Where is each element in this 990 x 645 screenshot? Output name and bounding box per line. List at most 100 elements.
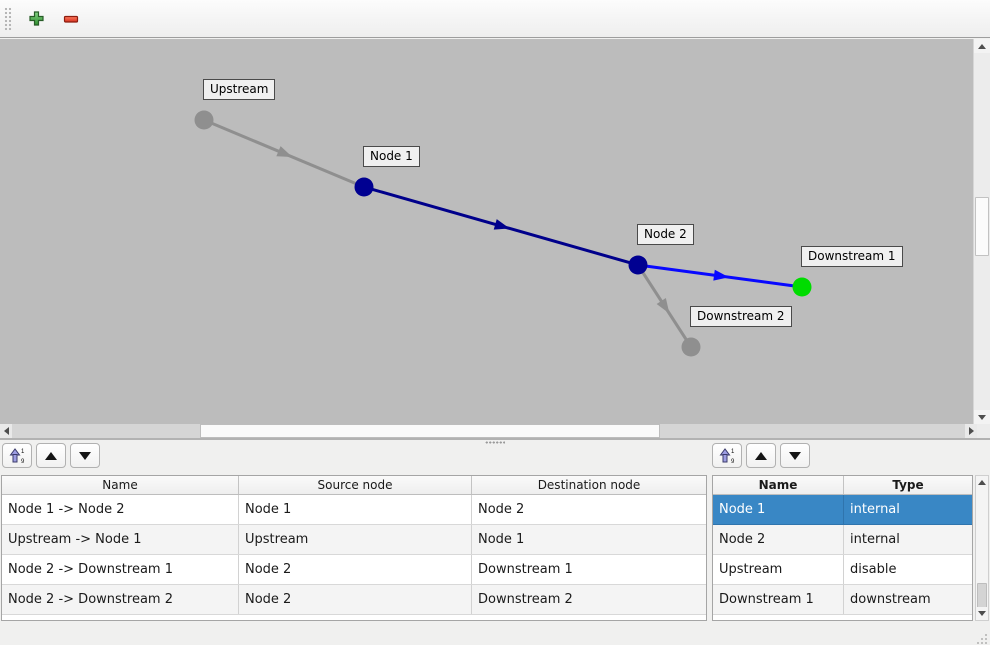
table-cell[interactable]: Upstream	[239, 525, 472, 554]
table-cell[interactable]: Node 1	[713, 495, 844, 524]
table-row[interactable]: Upstream disable	[713, 555, 972, 585]
node-label[interactable]: Node 2	[637, 224, 694, 245]
table-cell[interactable]: Upstream	[713, 555, 844, 584]
move-edge-up-button[interactable]	[36, 443, 66, 468]
table-cell[interactable]: Node 2	[478, 502, 525, 517]
table-row[interactable]: Node 1 internal	[713, 495, 972, 525]
svg-text:9: 9	[21, 459, 25, 464]
node-label[interactable]: Downstream 2	[690, 306, 792, 327]
up-triangle-icon	[45, 451, 57, 460]
table-cell[interactable]: Node 2	[239, 585, 472, 614]
edge-arrow-icon	[493, 219, 510, 230]
table-cell[interactable]: Node 1 -> Node 2	[2, 495, 239, 524]
move-node-up-button[interactable]	[746, 443, 776, 468]
edges-table-toolbar: 1 9	[2, 443, 100, 468]
table-header: Name Type	[713, 476, 972, 495]
table-cell[interactable]: Node 2 -> Downstream 1	[2, 555, 239, 584]
edge-arrow-icon	[656, 297, 670, 314]
canvas-horizontal-scrollbar[interactable]	[0, 424, 977, 438]
graph-node[interactable]	[792, 277, 812, 297]
column-header[interactable]: Source node	[239, 476, 472, 494]
table-row[interactable]: Node 2 internal	[713, 525, 972, 555]
node-label[interactable]: Upstream	[203, 79, 276, 100]
graph-node[interactable]	[194, 110, 214, 130]
table-cell[interactable]: Node 2	[713, 525, 844, 554]
scrollbar-corner	[977, 424, 990, 438]
edge-arrow-icon	[276, 146, 293, 157]
table-cell[interactable]: downstream	[850, 592, 931, 607]
table-cell[interactable]: Downstream 1	[713, 585, 844, 614]
table-cell[interactable]: Node 1	[239, 495, 472, 524]
nodes-scrollbar-thumb[interactable]	[977, 583, 987, 608]
table-cell[interactable]: Node 1	[478, 532, 525, 547]
scroll-down-button[interactable]	[974, 410, 990, 424]
toolbar-drag-handle[interactable]	[4, 6, 12, 31]
svg-text:1: 1	[731, 449, 735, 455]
canvas-vertical-scrollbar[interactable]	[973, 39, 990, 424]
column-header[interactable]: Destination node	[537, 478, 641, 492]
scroll-left-button[interactable]	[0, 424, 12, 438]
main-toolbar	[0, 0, 990, 38]
nodes-table-toolbar: 1 9	[712, 443, 810, 468]
svg-text:1: 1	[21, 449, 25, 455]
table-cell[interactable]: Upstream -> Node 1	[2, 525, 239, 554]
graph-svg	[194, 110, 812, 357]
column-header[interactable]: Type	[892, 478, 924, 492]
splitter-handle-icon	[485, 441, 505, 444]
svg-text:9: 9	[731, 459, 735, 464]
graph-node[interactable]	[354, 177, 374, 197]
table-cell[interactable]: internal	[850, 502, 900, 517]
nodes-table-scrollbar[interactable]	[975, 475, 989, 621]
node-label[interactable]: Node 1	[363, 146, 420, 167]
remove-button[interactable]	[57, 5, 85, 33]
node-label[interactable]: Downstream 1	[801, 246, 903, 267]
left-arrow-icon	[3, 427, 9, 435]
table-cell[interactable]: internal	[850, 532, 900, 547]
vertical-scrollbar-thumb[interactable]	[975, 197, 989, 256]
column-header[interactable]: Name	[713, 476, 844, 494]
down-arrow-icon	[978, 611, 986, 616]
minus-icon	[63, 15, 79, 23]
up-arrow-icon	[978, 480, 986, 485]
plus-icon	[28, 11, 44, 26]
table-cell[interactable]: Node 2	[239, 555, 472, 584]
table-cell[interactable]: Downstream 2	[478, 592, 573, 607]
down-triangle-icon	[789, 451, 801, 460]
down-arrow-icon	[978, 414, 986, 420]
sort-edges-button[interactable]: 1 9	[2, 443, 32, 468]
move-edge-down-button[interactable]	[70, 443, 100, 468]
column-header[interactable]: Name	[2, 476, 239, 494]
table-row[interactable]: Downstream 1 downstream	[713, 585, 972, 615]
edge-arrow-icon	[713, 269, 729, 281]
window-resize-grip[interactable]	[975, 630, 988, 644]
down-triangle-icon	[79, 451, 91, 460]
scroll-down-button[interactable]	[976, 607, 988, 620]
sort-ascending-icon: 1 9	[719, 448, 735, 464]
up-triangle-icon	[755, 451, 767, 460]
table-cell[interactable]: Downstream 1	[478, 562, 573, 577]
right-arrow-icon	[968, 427, 974, 435]
scroll-up-button[interactable]	[976, 476, 988, 489]
sort-ascending-icon: 1 9	[9, 448, 25, 464]
sort-nodes-button[interactable]: 1 9	[712, 443, 742, 468]
table-cell[interactable]: disable	[850, 562, 897, 577]
resize-grip-icon	[977, 634, 987, 644]
scroll-right-button[interactable]	[965, 424, 977, 438]
pane-splitter[interactable]	[0, 438, 990, 444]
move-node-down-button[interactable]	[780, 443, 810, 468]
scroll-up-button[interactable]	[974, 39, 990, 53]
add-button[interactable]	[22, 5, 50, 33]
graph-node[interactable]	[628, 255, 648, 275]
graph-node[interactable]	[681, 337, 701, 357]
table-cell[interactable]: Node 2 -> Downstream 2	[2, 585, 239, 614]
horizontal-scrollbar-thumb[interactable]	[200, 424, 660, 438]
